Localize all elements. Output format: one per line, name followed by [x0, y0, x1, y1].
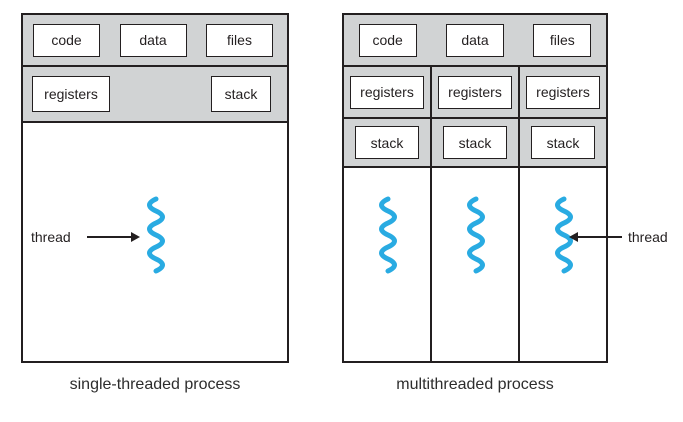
registers-stack-row: registers stack [23, 67, 287, 123]
caption-single-threaded: single-threaded process [69, 376, 241, 393]
stack-cell: stack [355, 126, 419, 159]
thread-column-2: registers stack [430, 67, 518, 361]
code-data-files-row: code data files [344, 15, 606, 67]
registers-cell: registers [438, 75, 512, 109]
code-cell: code [358, 23, 417, 57]
code-cell: code [33, 23, 100, 57]
thread-squiggle [555, 196, 573, 274]
stack-cell: stack [531, 126, 595, 159]
thread-squiggle [379, 196, 397, 274]
stack-cell: stack [443, 126, 507, 159]
stack-cell: stack [211, 76, 271, 112]
thread-squiggle [147, 196, 165, 274]
thread-arrow-left [87, 232, 140, 242]
multithreaded-process-box: code data files registers stack [342, 13, 608, 363]
registers-cell: registers [32, 76, 110, 112]
files-cell: files [533, 23, 592, 57]
registers-cell: registers [350, 75, 424, 109]
code-data-files-row: code data files [23, 15, 287, 67]
caption-multithreaded: multithreaded process [396, 376, 554, 393]
thread-label-left: thread [31, 229, 71, 245]
registers-cell: registers [526, 75, 600, 109]
thread-label-right: thread [628, 229, 668, 245]
thread-column-3: registers stack [518, 67, 606, 361]
single-threaded-process-box: code data files registers stack [21, 13, 289, 363]
files-cell: files [206, 23, 273, 57]
thread-columns: registers stack registers stack [344, 67, 606, 361]
thread-arrow-right [569, 232, 622, 242]
data-cell: data [119, 23, 187, 57]
thread-column-1: registers stack [344, 67, 430, 361]
thread-squiggle [467, 196, 485, 274]
data-cell: data [445, 23, 504, 57]
single-thread-body [23, 123, 287, 361]
